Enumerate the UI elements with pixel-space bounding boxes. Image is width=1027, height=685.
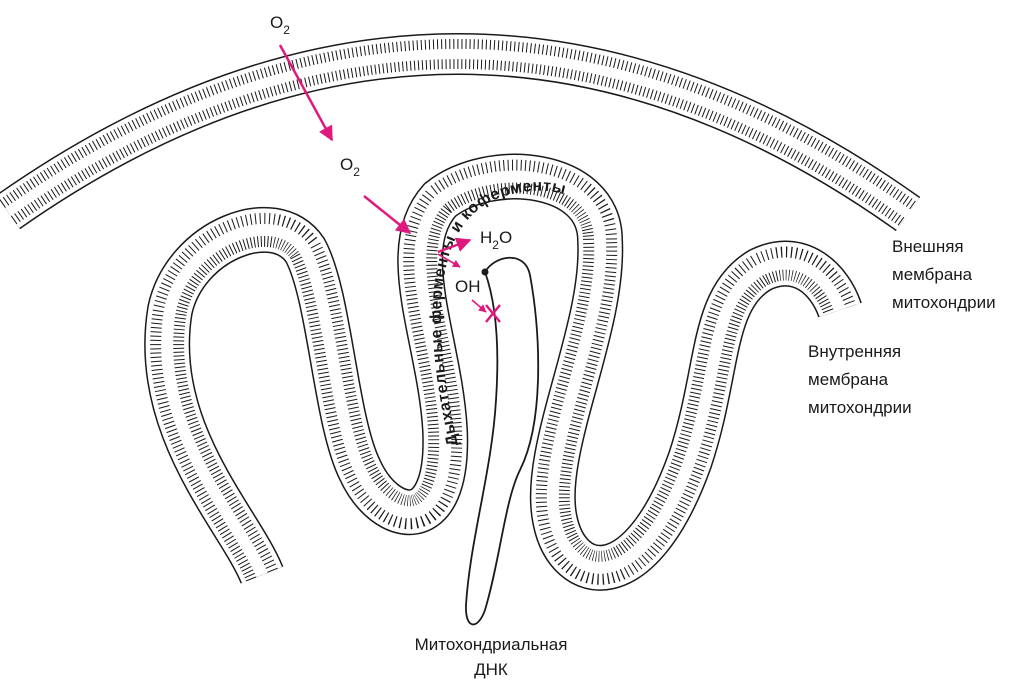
svg-text:мембрана: мембрана: [892, 265, 973, 284]
dna-end-dot: [482, 269, 489, 276]
dna-label: Митохондриальная ДНК: [415, 635, 568, 679]
mitochondrial-dna-strand: [466, 258, 538, 625]
inner-membrane-label: Внутренняя мембрана митохондрии: [808, 342, 912, 417]
svg-text:Внутренняя: Внутренняя: [808, 342, 901, 361]
svg-text:ДНК: ДНК: [474, 660, 508, 679]
oxygen-arrow-mid: [364, 196, 410, 233]
water-label: H2O: [480, 228, 512, 252]
hydroxyl-label: OH: [455, 277, 481, 296]
oxygen-top-label: O2: [270, 13, 290, 37]
svg-text:Внешняя: Внешняя: [892, 237, 964, 256]
outer-membrane-label: Внешняя мембрана митохондрии: [892, 237, 996, 312]
svg-text:митохондрии: митохондрии: [892, 293, 996, 312]
svg-text:митохондрии: митохондрии: [808, 398, 912, 417]
damage-arrow: [472, 300, 486, 312]
svg-text:мембрана: мембрана: [808, 370, 889, 389]
oxygen-mid-label: O2: [340, 155, 360, 179]
svg-text:Митохондриальная: Митохондриальная: [415, 635, 568, 654]
